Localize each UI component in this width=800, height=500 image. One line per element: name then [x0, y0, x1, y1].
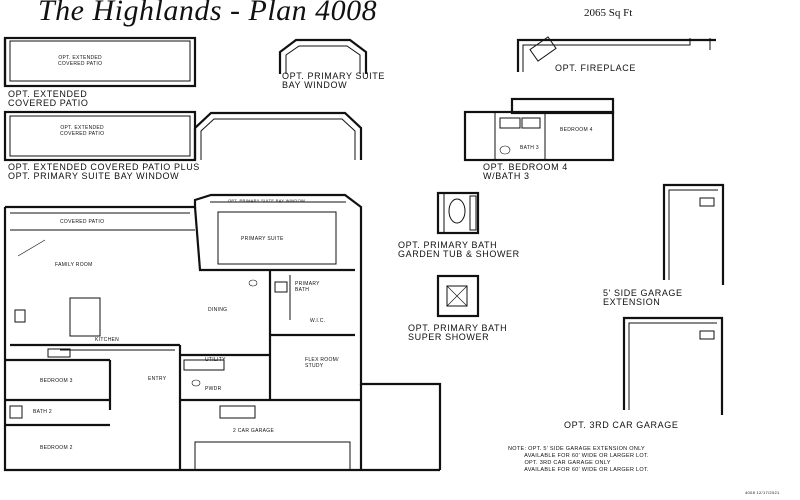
room-bath2: BATH 2 [33, 409, 52, 415]
opt-bedroom4-label: OPT. BEDROOM 4 W/BATH 3 [483, 162, 568, 181]
opt-patio-plus-inner-label: OPT. EXTENDED COVERED PATIO [60, 125, 105, 137]
opt-bath3-label: BATH 3 [520, 145, 539, 151]
room-primary-bath: PRIMARY BATH [295, 281, 320, 293]
room-family: FAMILY ROOM [55, 262, 93, 268]
option-garden-tub-plan [436, 191, 480, 235]
opt-extended-patio-label: OPT. EXTENDED COVERED PATIO [8, 89, 89, 108]
plan-title: The Highlands - Plan 4008 [38, 0, 378, 27]
main-floor-plan [3, 193, 442, 472]
footer-code: 4008 12/17/2021 [745, 490, 780, 495]
room-bay-window-note: OPT. PRIMARY SUITE BAY WINDOW [228, 198, 306, 203]
opt-third-car-label: OPT. 3RD CAR GARAGE [564, 420, 679, 430]
opt-fireplace-label: OPT. FIREPLACE [555, 63, 636, 73]
room-kitchen: KITCHEN [95, 337, 120, 343]
room-dining: DINING [208, 307, 228, 313]
room-wic: W.I.C. [310, 318, 326, 324]
lot-width-note: NOTE: OPT. 5' SIDE GARAGE EXTENSION ONLY… [508, 446, 649, 473]
option-super-shower-plan [436, 274, 480, 318]
opt-patio-inner-label: OPT. EXTENDED COVERED PATIO [58, 55, 103, 67]
opt-garden-tub-label: OPT. PRIMARY BATH GARDEN TUB & SHOWER [398, 240, 520, 259]
option-third-car-garage-plan [622, 316, 724, 415]
square-footage: 2065 Sq Ft [584, 7, 633, 19]
room-bedroom2: BEDROOM 2 [40, 445, 73, 451]
opt-bay-window-label: OPT. PRIMARY SUITE BAY WINDOW [282, 71, 385, 90]
room-flex: FLEX ROOM/ STUDY [305, 357, 339, 369]
room-garage: 2 CAR GARAGE [233, 428, 275, 434]
room-covered-patio: COVERED PATIO [60, 219, 105, 225]
option-fireplace-plan [516, 36, 716, 72]
option-bedroom4-plan [463, 97, 615, 162]
opt-bedroom4-room-label: BEDROOM 4 [560, 127, 593, 133]
opt-side-garage-label: 5' SIDE GARAGE EXTENSION [603, 288, 683, 307]
room-bedroom3: BEDROOM 3 [40, 378, 73, 384]
option-side-garage-plan [662, 183, 725, 285]
opt-super-shower-label: OPT. PRIMARY BATH SUPER SHOWER [408, 323, 508, 342]
room-powder: PWDR [205, 386, 222, 392]
opt-patio-plus-bay-label: OPT. EXTENDED COVERED PATIO PLUS OPT. PR… [8, 162, 200, 181]
option-extended-patio-plan [3, 36, 197, 88]
option-patio-plus-bay-plan [3, 110, 363, 162]
room-primary-suite: PRIMARY SUITE [241, 236, 284, 242]
option-bay-window-plan [278, 38, 368, 74]
room-entry: ENTRY [148, 376, 167, 382]
room-utility: UTILITY [205, 357, 226, 363]
